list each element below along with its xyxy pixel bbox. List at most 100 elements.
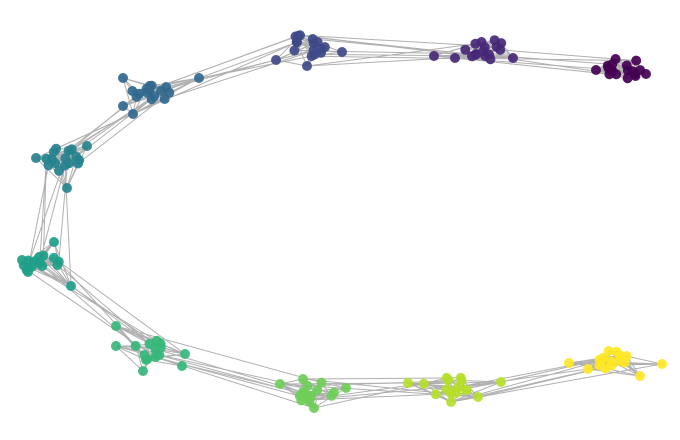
inter-edge-c3-c4 <box>149 36 296 91</box>
graph-node-c8 <box>316 377 327 388</box>
graph-node-c4 <box>142 87 153 98</box>
inter-edge-c7-c8 <box>155 356 305 398</box>
graph-node-c10 <box>657 359 667 369</box>
graph-node-c1 <box>641 69 651 79</box>
graph-node-c8 <box>306 391 317 402</box>
graph-node-c1 <box>610 54 621 64</box>
graph-node-c8 <box>296 395 307 406</box>
inter-edge-c5-c6 <box>26 158 66 270</box>
inter-edge-c6-c7 <box>39 262 150 345</box>
graph-node-c9 <box>461 385 472 395</box>
intra-edge-c7 <box>115 325 150 345</box>
graph-node-c9 <box>418 378 429 389</box>
intra-edge-c4 <box>151 77 200 87</box>
graph-node-c5 <box>62 183 72 193</box>
inter-edge-c9-c10 <box>446 359 600 390</box>
graph-node-c7 <box>130 340 141 351</box>
graph-node-c9 <box>446 397 456 407</box>
graph-node-c8 <box>326 390 337 401</box>
graph-node-c3 <box>289 45 300 56</box>
nodes-layer <box>17 30 667 413</box>
graph-node-c9 <box>403 378 413 388</box>
inter-edge-c3-c4 <box>132 41 298 115</box>
graph-node-c7 <box>177 361 187 371</box>
inter-edge-c6-c7 <box>53 257 186 355</box>
graph-node-c9 <box>496 377 506 387</box>
intra-edge-c10 <box>626 355 663 365</box>
inter-edge-c7-c8 <box>115 325 322 384</box>
inter-edge-c8-c9 <box>313 383 424 409</box>
graph-node-c2 <box>508 53 518 63</box>
inter-edge-c3-c4 <box>166 59 277 88</box>
graph-node-c4 <box>118 73 128 83</box>
graph-node-c5 <box>73 158 83 169</box>
graph-node-c6 <box>66 281 76 291</box>
intra-edge-c7 <box>115 345 144 372</box>
graph-node-c9 <box>456 375 467 386</box>
graph-node-c8 <box>309 403 319 413</box>
graph-node-c3 <box>290 31 301 42</box>
inter-edge-c8-c9 <box>301 393 436 401</box>
graph-node-c10 <box>594 360 605 371</box>
graph-node-c6 <box>52 260 63 271</box>
inter-edge-c4-c5 <box>68 98 152 152</box>
graph-node-c10 <box>564 358 574 368</box>
inter-edge-c6-c7 <box>21 259 158 342</box>
graph-node-c6 <box>23 267 33 277</box>
graph-node-c6 <box>17 255 27 265</box>
graph-node-c1 <box>622 65 633 76</box>
graph-node-c5 <box>63 145 74 156</box>
inter-edge-c2-c3 <box>299 34 473 57</box>
graph-node-c10 <box>603 346 614 356</box>
graph-node-c1 <box>631 55 642 66</box>
graph-node-c3 <box>271 55 281 65</box>
graph-node-c1 <box>602 60 613 71</box>
graph-node-c7 <box>138 366 148 376</box>
inter-edge-c5-c6 <box>39 158 47 263</box>
graph-node-c4 <box>161 82 172 92</box>
intra-edge-c9 <box>450 381 502 403</box>
graph-node-c1 <box>591 65 601 75</box>
inter-edge-c9-c10 <box>446 368 589 390</box>
graph-node-c10 <box>614 350 625 361</box>
graph-node-c2 <box>450 53 460 63</box>
graph-node-c7 <box>180 349 190 359</box>
graph-node-c9 <box>430 389 441 400</box>
graph-node-c5 <box>63 158 74 169</box>
graph-node-c6 <box>34 257 45 268</box>
intra-edge-c4 <box>122 77 134 115</box>
graph-node-c5 <box>82 141 92 151</box>
graph-node-c3 <box>308 38 319 49</box>
graph-node-c2 <box>470 49 481 59</box>
inter-edge-c6-c7 <box>57 264 150 345</box>
inter-edge-c4-c5 <box>55 98 165 150</box>
graph-node-c10 <box>606 356 616 367</box>
inter-edge-c8-c9 <box>302 377 461 380</box>
graph-node-c7 <box>139 350 150 360</box>
graph-node-c3 <box>302 61 312 71</box>
inter-edge-c6-c7 <box>34 261 162 348</box>
graph-node-c4 <box>159 94 170 104</box>
intra-edge-c5 <box>35 157 68 189</box>
graph-node-c4 <box>131 91 142 102</box>
graph-node-c2 <box>476 37 487 47</box>
inter-edge-c3-c4 <box>146 55 312 90</box>
graph-node-c8 <box>275 379 285 389</box>
graph-node-c1 <box>622 73 633 84</box>
graph-node-c9 <box>445 388 456 399</box>
inter-edge-c1-c2 <box>454 57 610 75</box>
graph-node-c6 <box>49 237 59 247</box>
inter-edge-c3-c4 <box>164 46 326 100</box>
inter-edge-c5-c6 <box>42 158 47 256</box>
inter-edge-c1-c2 <box>500 49 616 60</box>
graph-node-c2 <box>480 51 491 61</box>
graph-node-c3 <box>316 47 327 58</box>
graph-node-c7 <box>151 335 162 346</box>
graph-node-c2 <box>460 44 471 55</box>
graph-node-c3 <box>337 47 347 57</box>
graph-node-c9 <box>441 372 452 383</box>
inter-edge-c6-c7 <box>39 262 137 347</box>
intra-edge-c7 <box>145 359 183 367</box>
graph-node-c8 <box>312 385 323 396</box>
graph-node-c5 <box>43 160 54 171</box>
